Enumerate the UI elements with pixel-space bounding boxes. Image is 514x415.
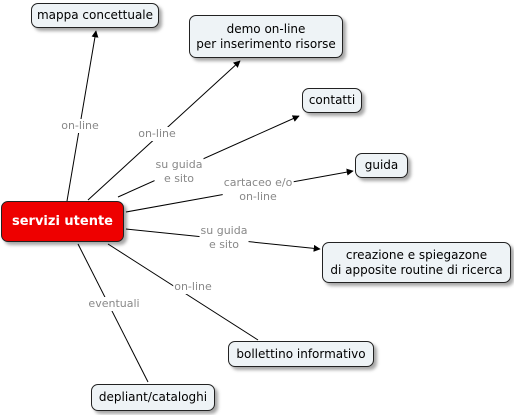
node-bollettino-informativo[interactable]: bollettino informativo <box>228 341 374 367</box>
connector-contatti <box>117 115 300 198</box>
node-demo-online-label: demo on-line per inserimento risorse <box>196 21 336 51</box>
connector-depliant <box>77 243 149 383</box>
node-depliant-cataloghi[interactable]: depliant/cataloghi <box>91 384 215 411</box>
node-guida-label: guida <box>364 158 399 172</box>
node-creazione-spiegazone-label: creazione e spiegazone di apposite routi… <box>330 247 503 277</box>
link-label-mappa: on-line <box>60 119 100 133</box>
node-depliant-cataloghi-label: depliant/cataloghi <box>98 390 208 404</box>
link-label-creazione: su guida e sito <box>199 224 249 252</box>
link-label-guida: cartaceo e/o on-line <box>222 176 294 204</box>
node-contatti-label: contatti <box>308 93 356 107</box>
link-label-bollettino: on-line <box>173 280 213 294</box>
node-bollettino-informativo-label: bollettino informativo <box>236 346 366 361</box>
center-node-label: servizi utente <box>11 214 114 229</box>
node-creazione-spiegazone[interactable]: creazione e spiegazone di apposite routi… <box>322 242 511 283</box>
link-label-depliant: eventuali <box>87 297 141 311</box>
link-label-demo: on-line <box>137 127 177 141</box>
node-guida[interactable]: guida <box>355 153 408 178</box>
node-mappa-concettuale-label: mappa concettuale <box>36 8 154 22</box>
center-node-servizi-utente[interactable]: servizi utente <box>1 201 124 242</box>
node-mappa-concettuale[interactable]: mappa concettuale <box>31 3 159 28</box>
connector-mappa <box>66 30 99 202</box>
node-demo-online[interactable]: demo on-line per inserimento risorse <box>189 15 343 58</box>
link-label-contatti: su guida e sito <box>154 158 204 186</box>
node-contatti[interactable]: contatti <box>302 88 362 113</box>
